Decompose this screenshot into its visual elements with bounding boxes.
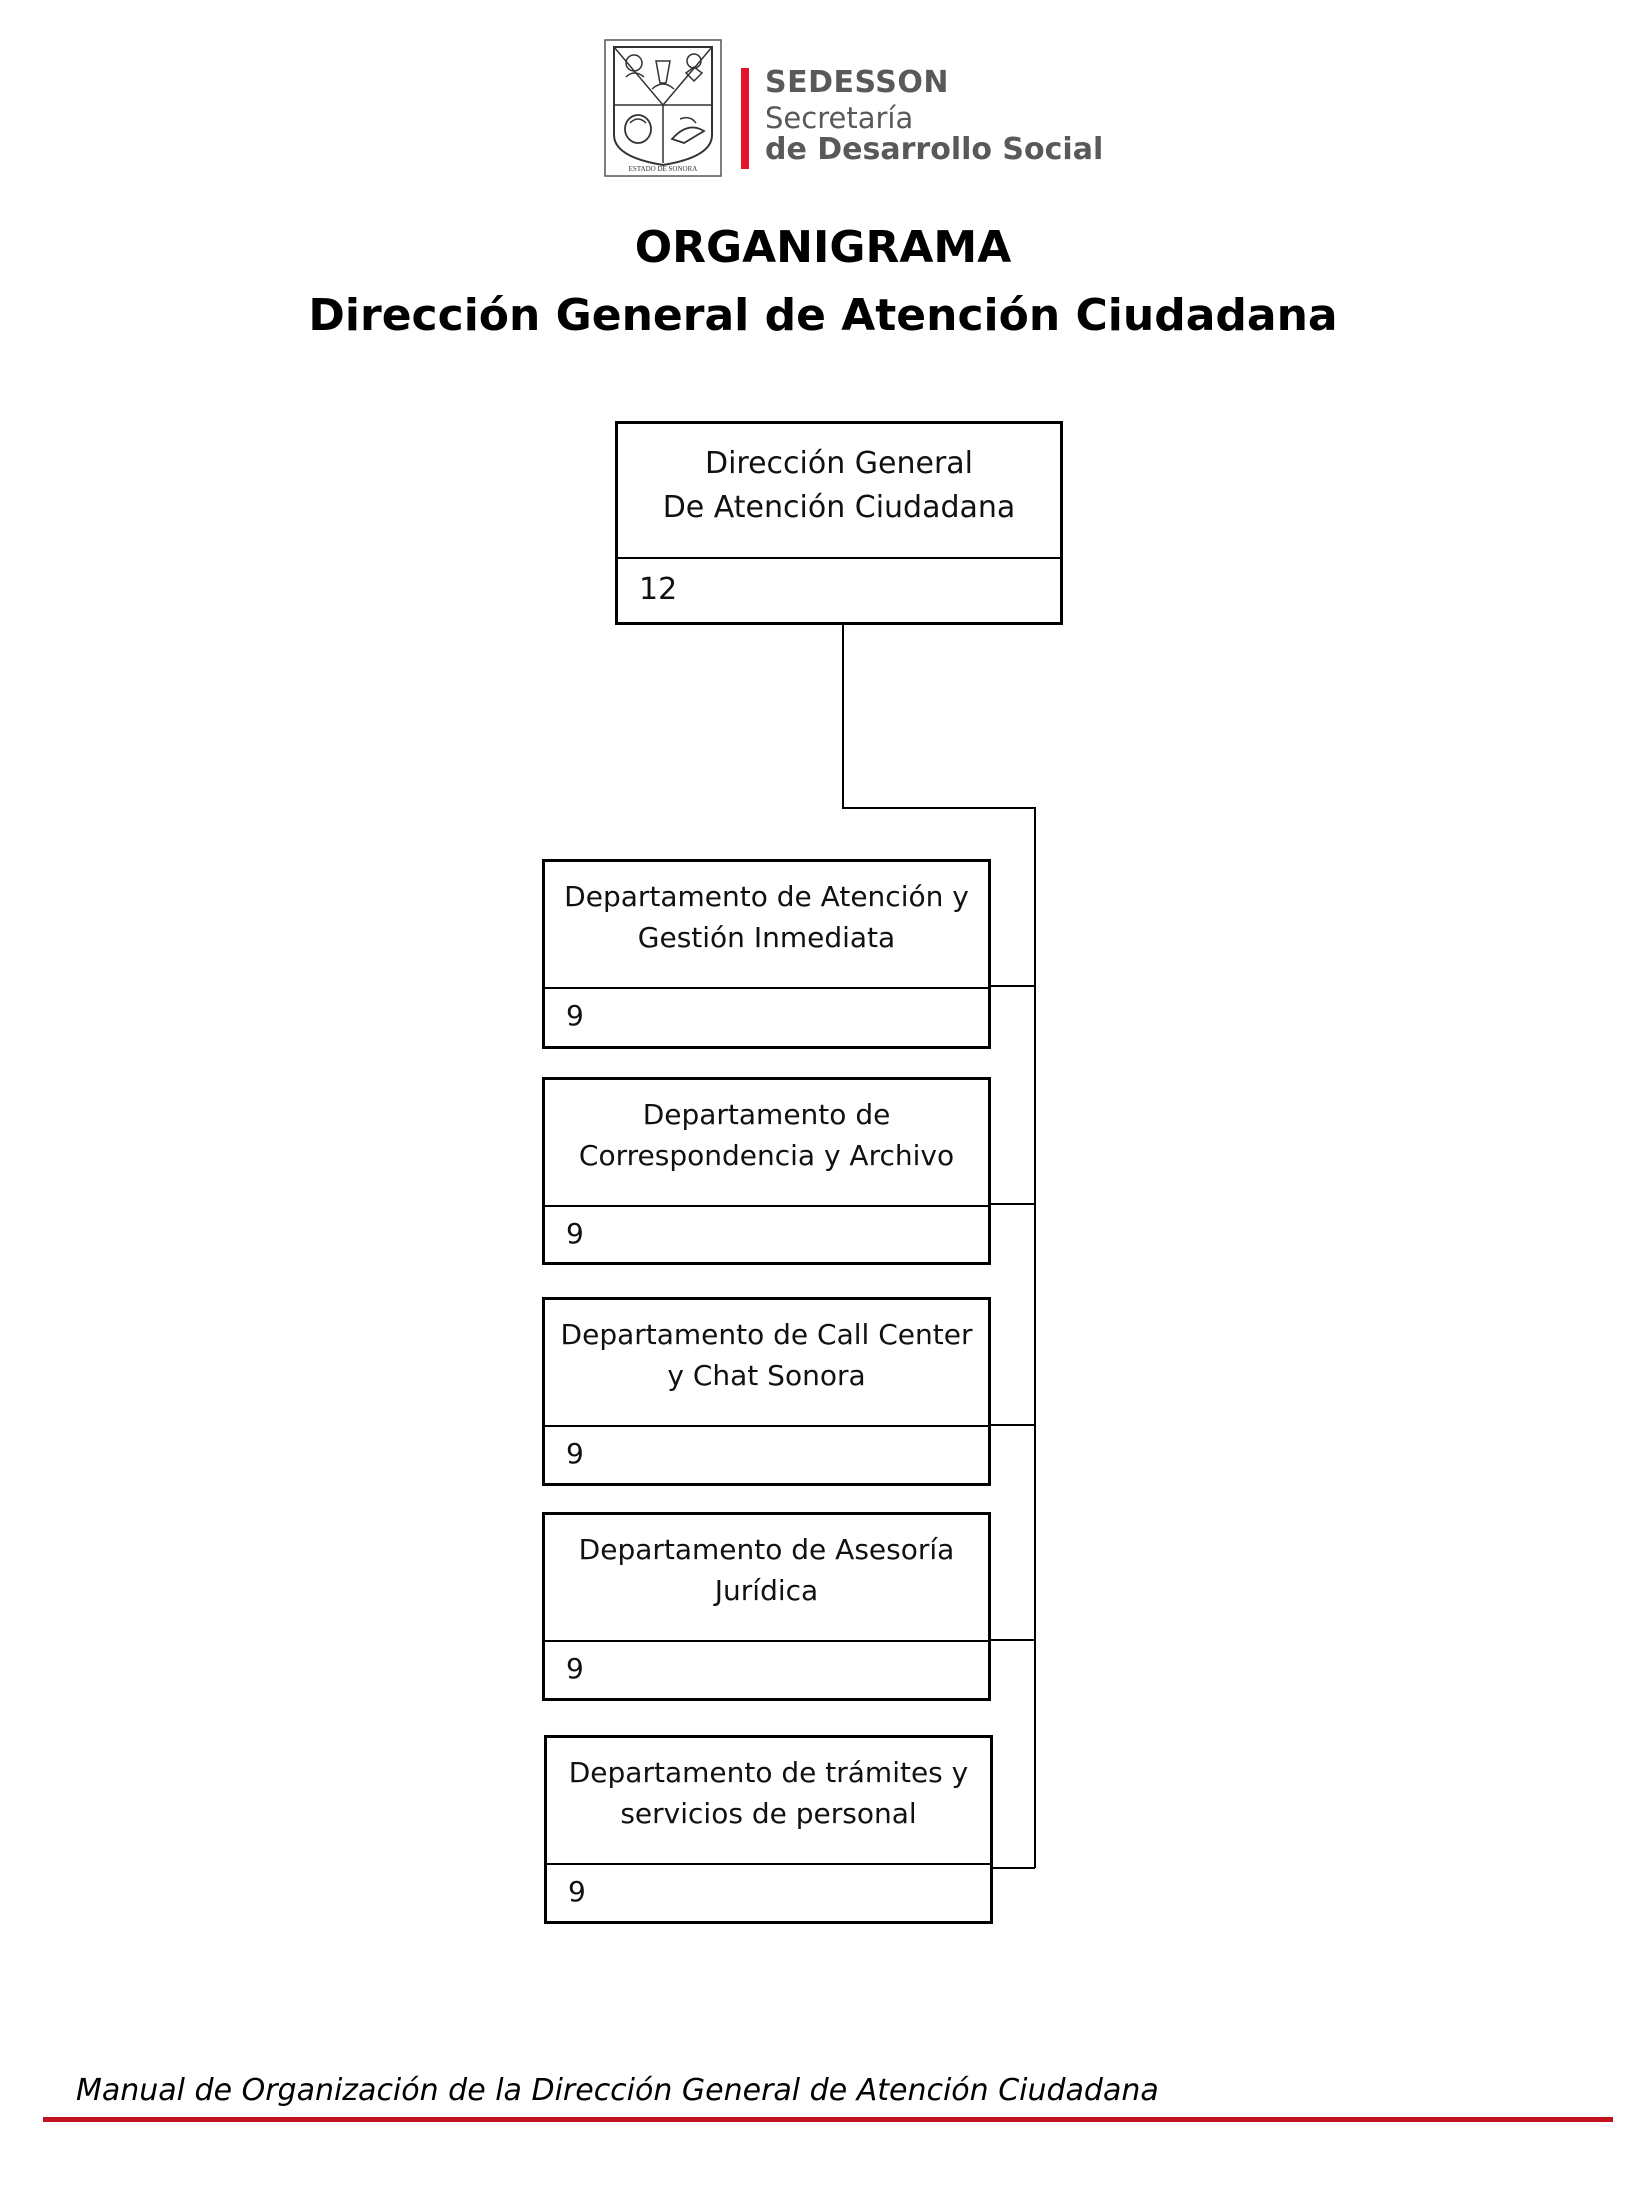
org-box-count: 9 <box>566 1652 584 1685</box>
org-box-call-center: Departamento de Call Center y Chat Sonor… <box>542 1297 991 1486</box>
sedesson-logo: SEDESSON Secretaría de Desarrollo Social <box>765 68 1103 165</box>
org-box-name: Departamento de Atención y Gestión Inmed… <box>545 862 988 989</box>
page-title: ORGANIGRAMA <box>634 222 1012 273</box>
org-box-count: 9 <box>568 1875 586 1908</box>
org-box-count: 9 <box>566 1217 584 1250</box>
org-box-tramites-servicios: Departamento de trámites y servicios de … <box>544 1735 993 1924</box>
org-box-name: Dirección General De Atención Ciudadana <box>618 424 1060 559</box>
sonora-state-seal: ESTADO DE SONORA <box>604 39 722 177</box>
brand-accent-bar <box>741 68 749 169</box>
svg-text:ESTADO DE SONORA: ESTADO DE SONORA <box>629 165 698 173</box>
page-subtitle: Dirección General de Atención Ciudadana <box>308 290 1338 341</box>
brand-line-1: Secretaría <box>765 101 914 135</box>
org-box-name: Departamento de Asesoría Jurídica <box>545 1515 988 1642</box>
brand-line-2: de Desarrollo Social <box>765 132 1104 167</box>
org-box-count: 12 <box>639 572 678 607</box>
org-box-name: Departamento de Correspondencia y Archiv… <box>545 1080 988 1207</box>
connector-trunk <box>842 625 1036 1868</box>
org-box-correspondencia-archivo: Departamento de Correspondencia y Archiv… <box>542 1077 991 1265</box>
org-box-direccion-general: Dirección General De Atención Ciudadana … <box>615 421 1063 625</box>
org-box-count: 9 <box>566 999 584 1032</box>
footer-rule <box>43 2117 1613 2122</box>
footer-manual-title: Manual de Organización de la Dirección G… <box>76 2073 1159 2108</box>
brand-name: SEDESSON <box>765 65 949 100</box>
org-box-atencion-gestion: Departamento de Atención y Gestión Inmed… <box>542 859 991 1049</box>
org-box-name: Departamento de Call Center y Chat Sonor… <box>545 1300 988 1427</box>
org-box-count: 9 <box>566 1437 584 1470</box>
org-box-name: Departamento de trámites y servicios de … <box>547 1738 990 1865</box>
org-box-asesoria-juridica: Departamento de Asesoría Jurídica 9 <box>542 1512 991 1701</box>
